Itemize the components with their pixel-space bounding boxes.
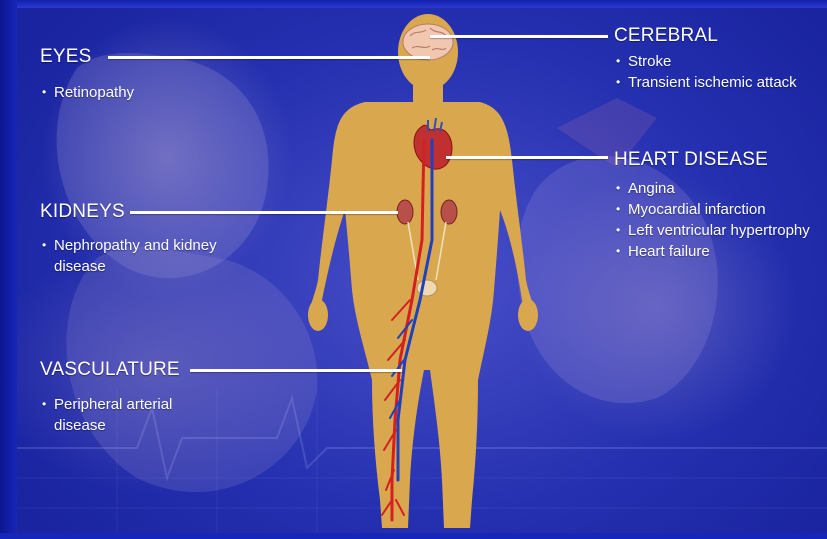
kidneys-item-nephropathy: Nephropathy and kidney disease xyxy=(42,235,222,277)
heart-heading: HEART DISEASE xyxy=(614,149,768,171)
brain-icon xyxy=(403,24,453,60)
heart-item-lvh: Left ventricular hypertrophy xyxy=(616,220,816,241)
heart-item-angina: Angina xyxy=(616,178,816,199)
cerebral-item-tia: Transient ischemic attack xyxy=(616,72,806,93)
kidneys-leader-line xyxy=(130,211,398,214)
body-silhouette xyxy=(308,14,538,528)
cerebral-list: Stroke Transient ischemic attack xyxy=(616,51,806,93)
heart-item-myocardial-infarction: Myocardial infarction xyxy=(616,199,816,220)
heart-item-heart-failure: Heart failure xyxy=(616,241,816,262)
vasculature-list: Peripheral arterial disease xyxy=(42,394,222,436)
eyes-list: Retinopathy xyxy=(42,82,212,103)
heart-leader-line xyxy=(446,156,608,159)
cerebral-item-stroke: Stroke xyxy=(616,51,806,72)
vasculature-item-peripheral-arterial: Peripheral arterial disease xyxy=(42,394,222,436)
eyes-leader-line xyxy=(108,56,430,59)
kidneys-list: Nephropathy and kidney disease xyxy=(42,235,222,277)
vasculature-heading: VASCULATURE xyxy=(40,359,180,381)
heart-list: Angina Myocardial infarction Left ventri… xyxy=(616,178,816,262)
cerebral-leader-line xyxy=(430,35,608,38)
eyes-heading: EYES xyxy=(40,46,92,68)
kidneys-heading: KIDNEYS xyxy=(40,201,125,223)
vasculature-leader-line xyxy=(190,369,402,372)
cerebral-heading: CEREBRAL xyxy=(614,25,718,47)
eyes-item-retinopathy: Retinopathy xyxy=(42,82,212,103)
